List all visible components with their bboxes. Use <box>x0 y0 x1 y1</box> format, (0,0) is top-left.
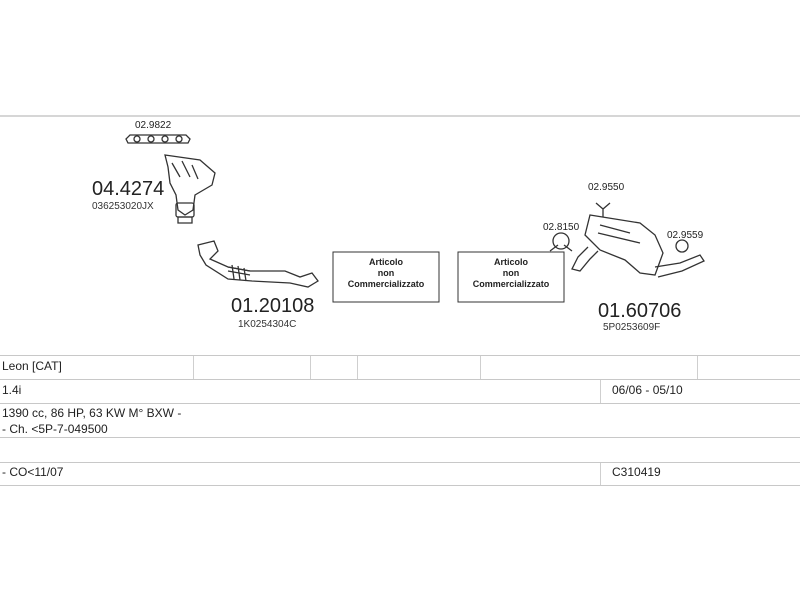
not-sold-box-2-line1: Articolo <box>494 257 529 267</box>
row-line-2 <box>0 379 800 380</box>
not-sold-box-1-line2: non <box>378 268 395 278</box>
row-line-5 <box>0 462 800 463</box>
row-line-6 <box>0 485 800 486</box>
part-code-s3: 02.8150 <box>543 222 580 233</box>
part-code-s2: 02.9550 <box>588 182 625 193</box>
exhaust-diagram: 02.9822 04.4274 036253020JX 01.20108 1K0… <box>0 115 800 333</box>
engine-label: 1.4i <box>2 383 22 397</box>
not-sold-box-2-line2: non <box>503 268 520 278</box>
not-sold-box-2-line3: Commercializzato <box>473 279 550 289</box>
catalytic-manifold-icon[interactable] <box>164 154 216 224</box>
col-divider <box>480 356 481 379</box>
row-line-4 <box>0 437 800 438</box>
part-code-p1: 04.4274 <box>92 178 164 200</box>
part-code-s4: 02.9559 <box>667 230 704 241</box>
chassis-range: - Ch. <5P-7-049500 <box>2 422 108 436</box>
manifold-gasket-icon[interactable] <box>125 134 191 144</box>
clamp-icon[interactable] <box>549 232 573 252</box>
col-divider <box>600 463 601 485</box>
part-code-s1: 02.9822 <box>135 120 172 131</box>
rubber-hanger-icon[interactable] <box>595 202 611 217</box>
not-sold-box-1-line3: Commercializzato <box>348 279 425 289</box>
not-sold-box-1: Articolo non Commercializzato <box>332 251 440 303</box>
col-divider <box>310 356 311 379</box>
part-code-p2: 01.20108 <box>231 295 314 317</box>
catalog-ref: C310419 <box>612 465 661 479</box>
part-oem-p3: 5P0253609F <box>603 322 660 333</box>
col-divider <box>600 380 601 403</box>
col-divider <box>193 356 194 379</box>
engine-specs: 1390 cc, 86 HP, 63 KW M° BXW - <box>2 406 182 420</box>
rubber-ring-icon[interactable] <box>675 239 689 253</box>
co-note: - CO<11/07 <box>2 465 64 479</box>
row-line-3 <box>0 403 800 404</box>
date-range: 06/06 - 05/10 <box>612 383 683 397</box>
col-divider <box>357 356 358 379</box>
part-oem-p2: 1K0254304C <box>238 319 296 330</box>
front-pipe-icon[interactable] <box>197 240 319 288</box>
col-divider <box>697 356 698 379</box>
part-oem-p1: 036253020JX <box>92 201 154 212</box>
not-sold-box-2: Articolo non Commercializzato <box>457 251 565 303</box>
row-line-1 <box>0 355 800 356</box>
part-code-p3: 01.60706 <box>598 300 681 322</box>
not-sold-box-1-line1: Articolo <box>369 257 404 267</box>
model-label: Leon [CAT] <box>2 359 62 373</box>
rear-silencer-icon[interactable] <box>571 214 705 278</box>
